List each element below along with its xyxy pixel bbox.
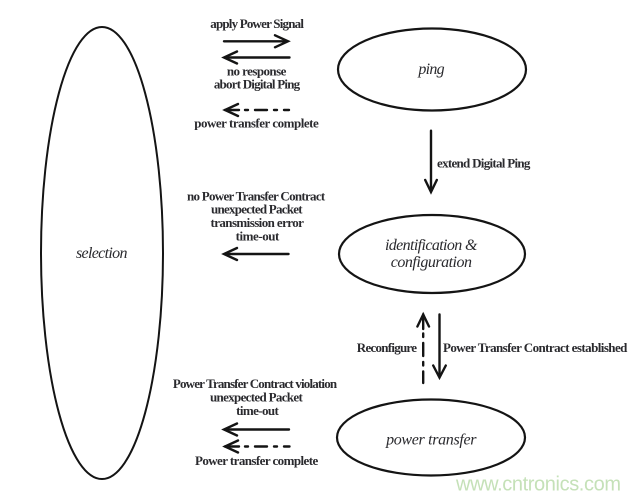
svg-text:abort Digital Ping: abort Digital Ping <box>214 77 301 92</box>
svg-text:www.cntronics.com: www.cntronics.com <box>455 474 621 496</box>
svg-text:Power Transfer Contract violat: Power Transfer Contract violation <box>173 376 338 391</box>
svg-text:unexpected Packet: unexpected Packet <box>210 390 303 405</box>
svg-text:configuration: configuration <box>391 254 472 271</box>
svg-text:no Power Transfer Contract: no Power Transfer Contract <box>187 188 326 203</box>
svg-text:selection: selection <box>76 245 128 262</box>
svg-text:ping: ping <box>417 61 444 78</box>
svg-text:unexpected Packet: unexpected Packet <box>211 202 303 217</box>
svg-text:Power Transfer Contract establ: Power Transfer Contract established <box>443 340 628 355</box>
svg-text:power transfer complete: power transfer complete <box>194 116 319 131</box>
svg-text:transmission error: transmission error <box>210 215 304 230</box>
svg-text:time-out: time-out <box>236 403 279 418</box>
svg-text:no response: no response <box>227 64 287 79</box>
svg-text:Power transfer complete: Power transfer complete <box>195 453 319 468</box>
svg-text:Reconfigure: Reconfigure <box>357 340 417 355</box>
svg-text:power transfer: power transfer <box>385 431 477 448</box>
svg-text:extend Digital Ping: extend Digital Ping <box>437 155 531 170</box>
svg-text:identification &: identification & <box>385 237 478 254</box>
svg-text:time-out: time-out <box>236 228 280 243</box>
svg-text:apply Power Signal: apply Power Signal <box>210 16 304 31</box>
